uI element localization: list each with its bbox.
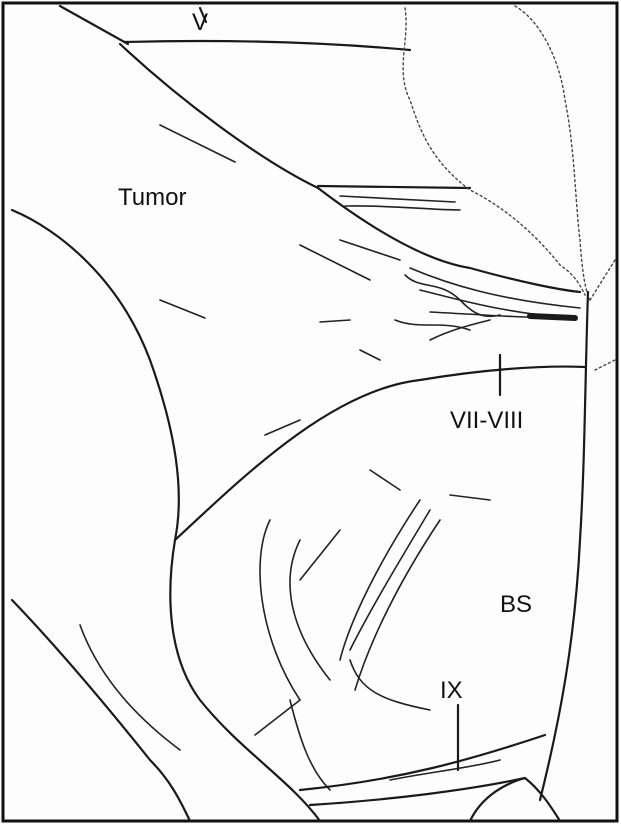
tumor-boundary-upper bbox=[120, 44, 318, 188]
fiber-9 bbox=[80, 625, 180, 750]
tumor-fibers-2 bbox=[345, 206, 460, 210]
nerve-ix-lower-boundary bbox=[310, 778, 525, 805]
fiber-4 bbox=[340, 500, 420, 660]
fiber-5 bbox=[350, 510, 430, 650]
cerebellum-outline-left bbox=[12, 600, 190, 821]
bottom-structure bbox=[470, 778, 560, 821]
tumor-stroke-2 bbox=[300, 245, 370, 280]
fiber-8 bbox=[290, 700, 330, 790]
brainstem-dotted-right bbox=[590, 260, 615, 300]
label-ix: IX bbox=[440, 677, 463, 704]
fiber-12 bbox=[450, 495, 490, 500]
fiber-10 bbox=[255, 700, 300, 735]
figure-frame bbox=[3, 3, 617, 821]
brainstem-dotted-edge bbox=[403, 8, 585, 295]
tumor-stroke-3 bbox=[160, 300, 205, 318]
label-vii-viii: VII-VIII bbox=[450, 407, 523, 434]
nerve-v-band bbox=[124, 41, 410, 50]
fiber-3 bbox=[300, 530, 340, 580]
nerve-vii-viii-dark bbox=[530, 316, 575, 318]
tumor-stroke-5 bbox=[360, 350, 380, 360]
tumor-stroke-7 bbox=[340, 240, 400, 260]
nerve-vii-viii-knot-1 bbox=[405, 275, 500, 316]
nerve-vii-viii-knot-3 bbox=[430, 320, 490, 340]
label-bs: BS bbox=[500, 591, 532, 618]
brainstem-right-contour bbox=[540, 292, 588, 800]
tumor-stroke-4 bbox=[320, 320, 350, 322]
fiber-11 bbox=[370, 470, 400, 490]
nerve-vii-viii-lower-boundary bbox=[175, 367, 585, 540]
brainstem-dotted-right-2 bbox=[595, 360, 615, 370]
tumor-stroke-6 bbox=[265, 420, 300, 435]
label-tumor: Tumor bbox=[118, 184, 186, 211]
nerve-v-upper bbox=[60, 6, 128, 44]
fiber-6 bbox=[355, 520, 440, 690]
label-v: V bbox=[192, 9, 208, 36]
tumor-boundary-inner bbox=[318, 186, 470, 188]
fiber-2 bbox=[290, 540, 330, 680]
cerebellum-outline-upper bbox=[12, 210, 179, 540]
tumor-boundary-channel bbox=[318, 188, 580, 292]
tumor-fibers-1 bbox=[340, 196, 455, 202]
cerebellum-outline-lower bbox=[170, 540, 320, 821]
nerve-ix-bundle bbox=[390, 760, 500, 780]
